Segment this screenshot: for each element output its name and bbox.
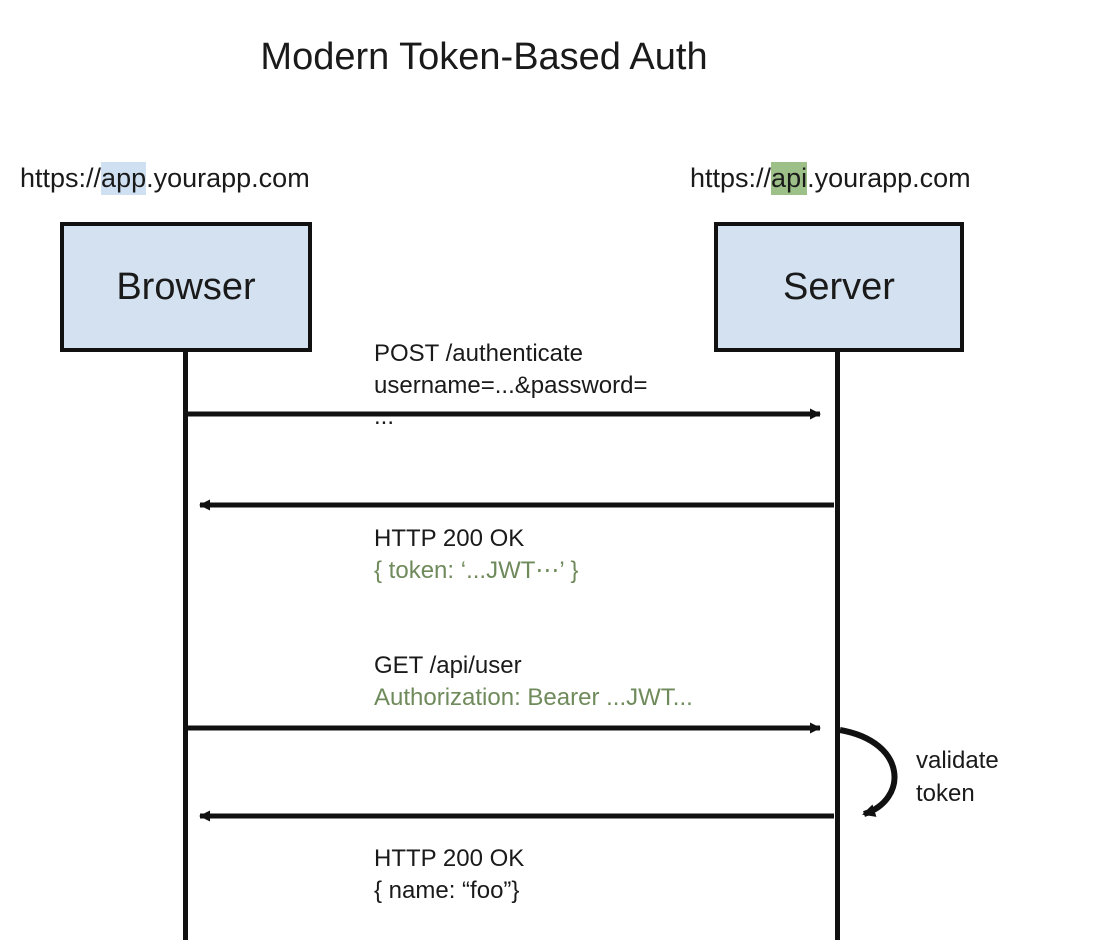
url-highlight-app: app: [101, 162, 147, 195]
lifeline-server: [835, 352, 840, 940]
url-highlight-api: api: [771, 162, 808, 195]
message-label-1: POST /authenticate username=...&password…: [374, 338, 647, 433]
lifeline-browser: [183, 352, 188, 940]
self-call-line: validate: [916, 747, 999, 774]
message-label-2: HTTP 200 OK { token: ‘...JWT⋯’ }: [374, 523, 579, 586]
page-title: Modern Token-Based Auth: [260, 36, 708, 78]
message-label-4: HTTP 200 OK { name: “foo”}: [374, 843, 524, 906]
message-line: HTTP 200 OK: [374, 525, 525, 552]
message-line: ...: [374, 403, 395, 431]
message-line: Authorization: Bearer ...JWT...: [374, 683, 693, 711]
self-call-arc: [839, 727, 898, 817]
message-line: POST /authenticate: [374, 340, 584, 367]
url-suffix: .yourapp.com: [146, 163, 310, 193]
message-line: username=...&password=: [374, 371, 648, 399]
url-suffix: .yourapp.com: [807, 163, 971, 193]
message-line: HTTP 200 OK: [374, 845, 525, 872]
message-line: { name: “foo”}: [374, 876, 520, 904]
self-call-line: token: [916, 779, 975, 807]
url-prefix: https://: [690, 163, 772, 193]
message-line: { token: ‘...JWT⋯’ }: [374, 556, 579, 584]
participant-label-server: Server: [783, 265, 895, 308]
url-prefix: https://: [20, 163, 102, 193]
participant-url-browser: https://app.yourapp.com: [20, 162, 310, 195]
participant-box-browser: Browser: [60, 222, 312, 352]
participant-label-browser: Browser: [116, 265, 256, 308]
message-line: GET /api/user: [374, 652, 522, 679]
participant-box-server: Server: [714, 222, 964, 352]
message-label-3: GET /api/user Authorization: Bearer ...J…: [374, 650, 693, 713]
participant-url-server: https://api.yourapp.com: [690, 162, 971, 195]
self-call-label: validate token: [916, 745, 999, 810]
